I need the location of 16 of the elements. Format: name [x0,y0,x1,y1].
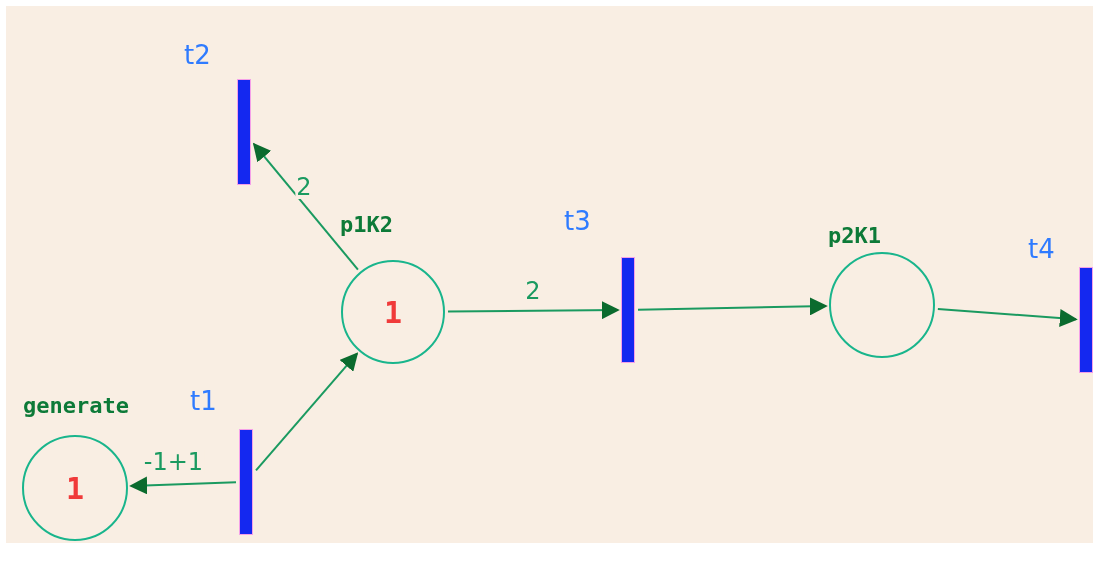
arrow [447,301,620,320]
arrow [252,142,359,271]
place-label: p2K1 [828,223,881,248]
token-count: 1 [383,294,403,330]
arrow [255,352,359,472]
edge-label: 2 [295,174,313,199]
arrow [637,297,828,316]
transition-label: t2 [184,40,211,70]
arrow [936,308,1078,328]
token-count: 1 [65,470,85,506]
transition-label: t3 [564,206,591,236]
arrow [129,476,237,495]
transition-label: t4 [1028,234,1055,264]
place-label: generate [23,393,129,418]
place-label: p1K2 [340,212,393,237]
transition-label: t1 [190,386,217,416]
